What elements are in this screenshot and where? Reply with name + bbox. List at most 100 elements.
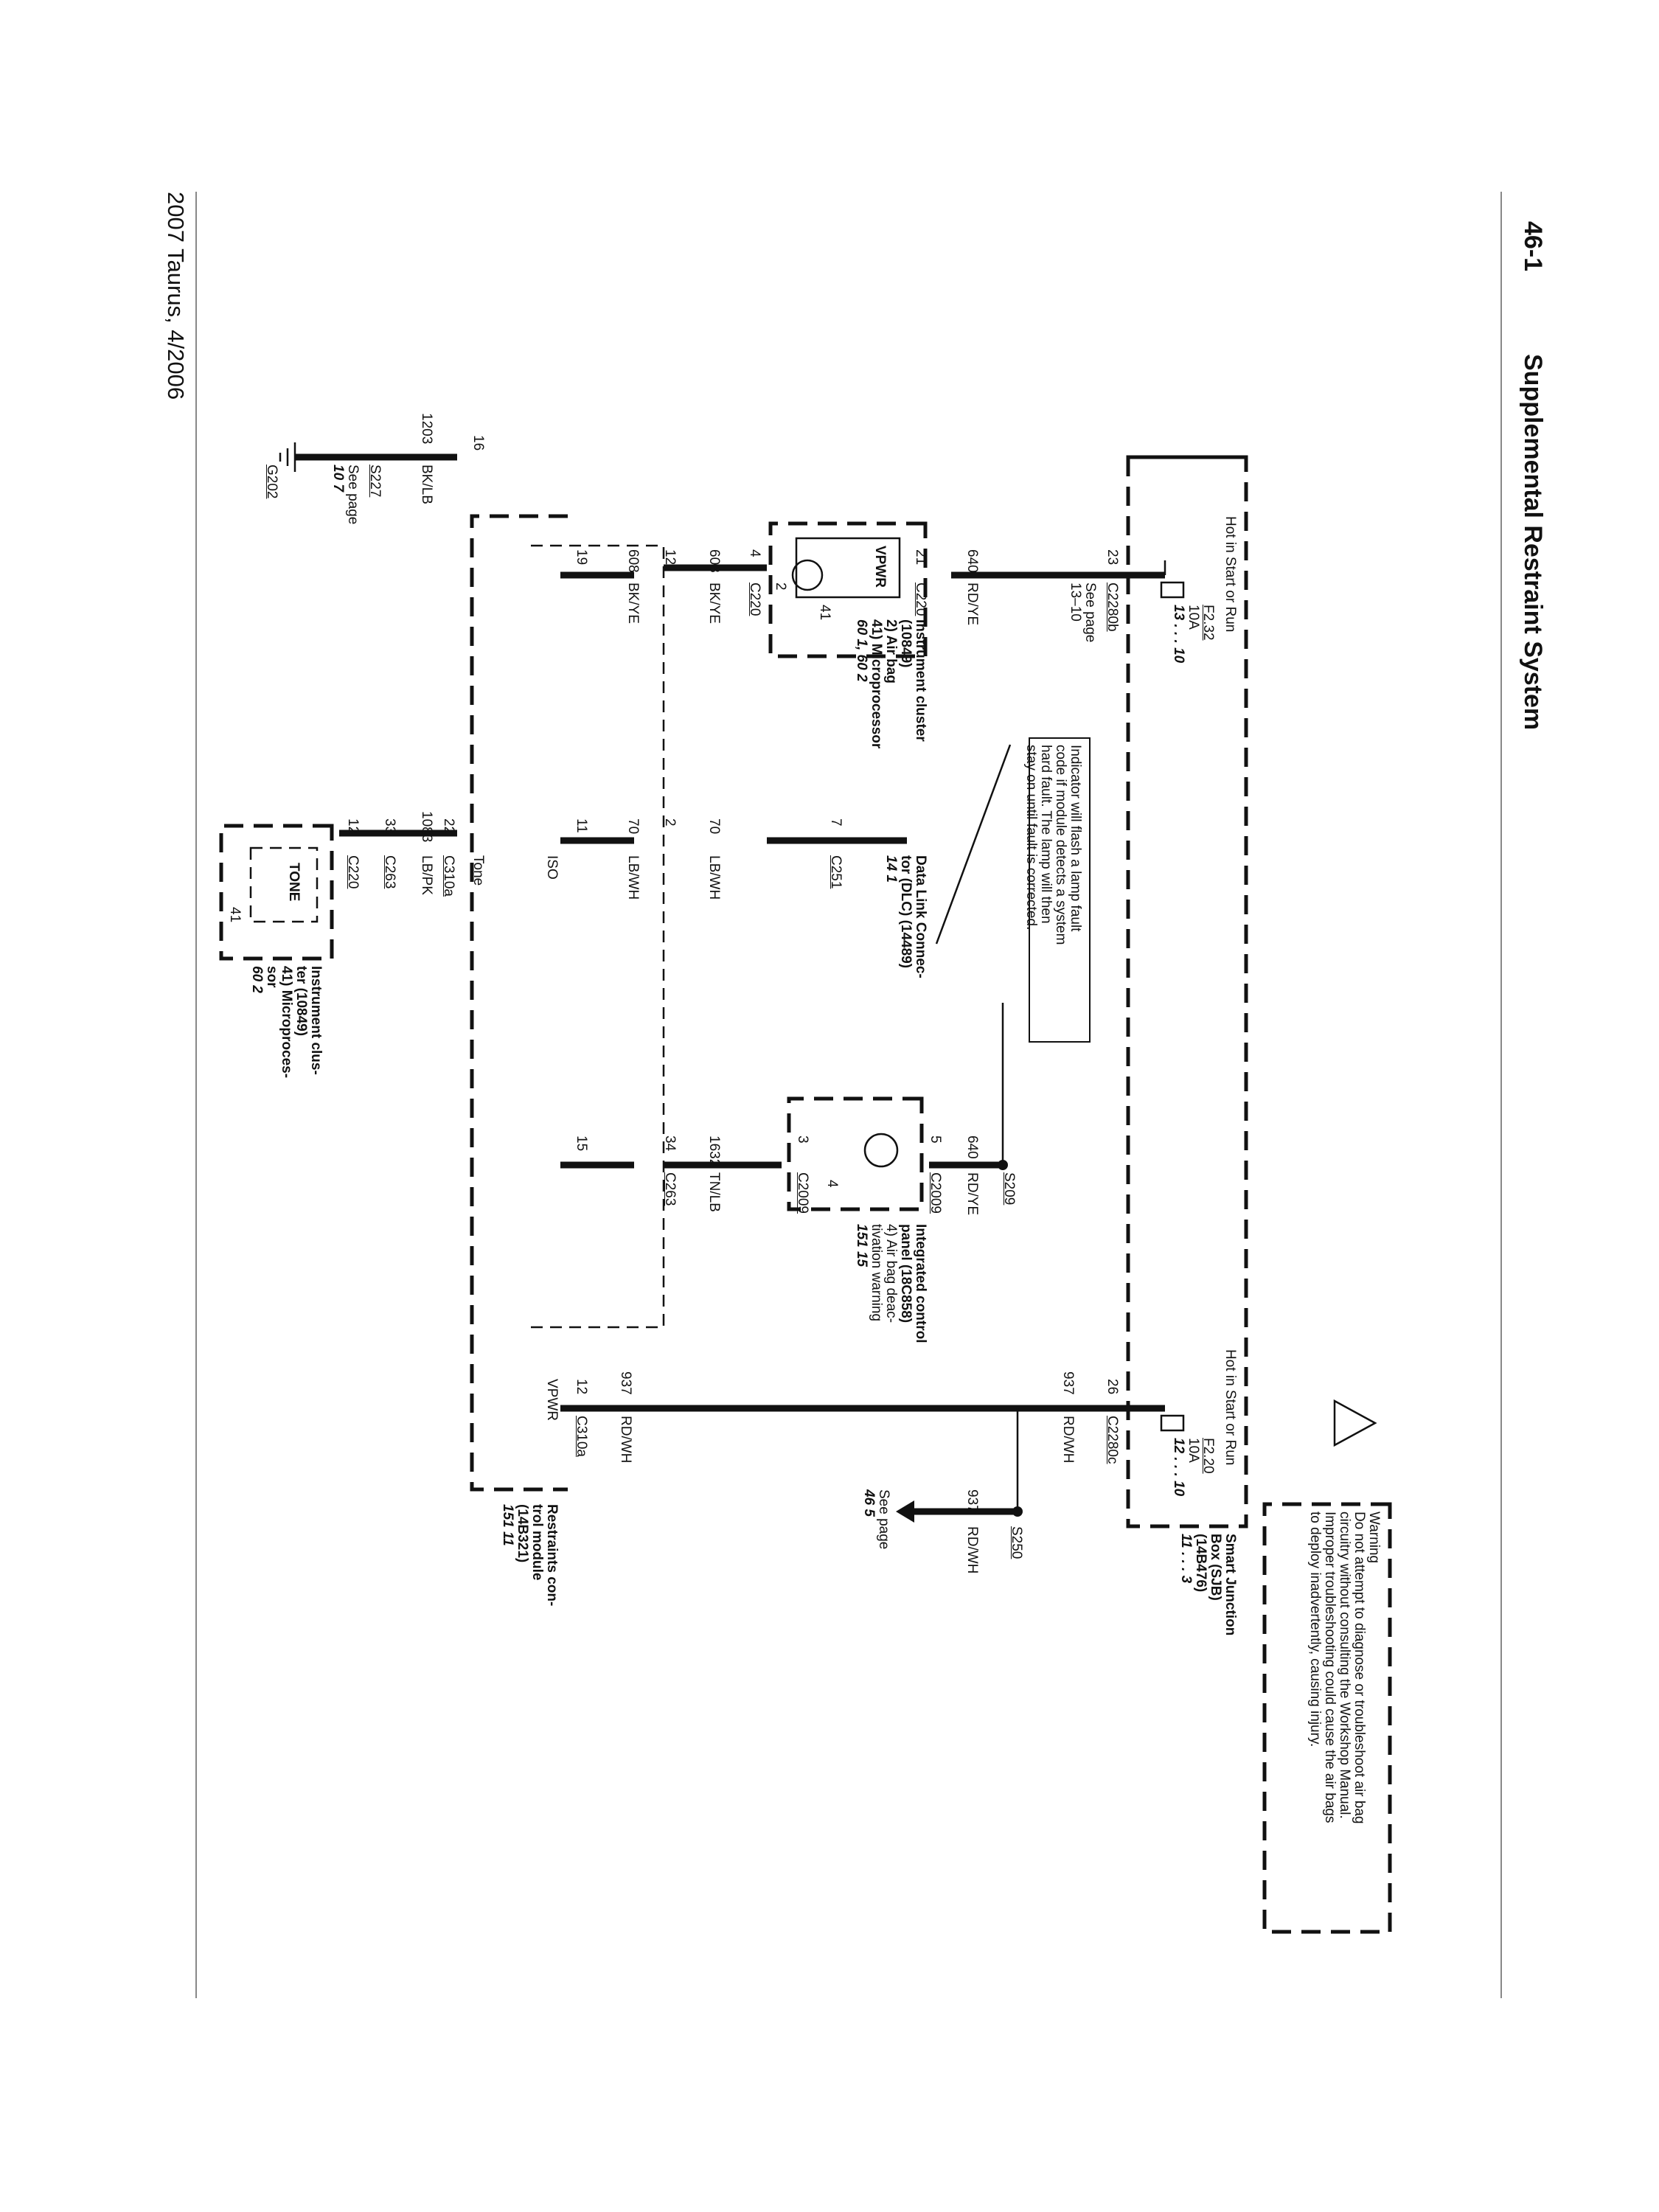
wire-937c-color: RD/WH bbox=[964, 1526, 980, 1574]
dlc-refs: 14 1 bbox=[883, 855, 899, 883]
pin-19: 19 bbox=[574, 549, 589, 566]
see-page-left-ref: 13–10 bbox=[1068, 582, 1083, 622]
warning-triangle-icon bbox=[1333, 1399, 1377, 1447]
vpwr-box bbox=[795, 537, 901, 599]
cluster-pin-4: 4 bbox=[747, 549, 762, 557]
rcm-vpwr: VPWR bbox=[544, 1379, 560, 1421]
cluster-line-2: (10849) bbox=[898, 619, 914, 668]
tone-cluster-line-2: ter (10849) bbox=[293, 966, 309, 1037]
icp-pin-15: 15 bbox=[574, 1135, 589, 1152]
tone-pin-12: 12 bbox=[345, 818, 361, 835]
icp-line-3: 4) Air bag deac- bbox=[883, 1224, 899, 1324]
wire-608a-number: 608 bbox=[706, 549, 722, 573]
wire-937a-color: RD/WH bbox=[1060, 1416, 1076, 1464]
fuse-f232-ref: 13 . . . 10 bbox=[1171, 605, 1186, 664]
warning-line-1: Do not attempt to diagnose or troublesho… bbox=[1352, 1512, 1367, 1824]
tone-c310a: C310a bbox=[441, 855, 456, 897]
rcm-line-2: trol module bbox=[529, 1504, 545, 1581]
note-line-1: Indicator will flash a lamp fault bbox=[1068, 745, 1083, 932]
see-page-left: See page bbox=[1082, 582, 1098, 643]
rcm-pin-12: 12 bbox=[574, 1379, 589, 1395]
fuse-f232-name: F2.32 bbox=[1200, 605, 1216, 641]
wire-1083-number: 1083 bbox=[419, 811, 434, 843]
icp-line-1: Integrated control bbox=[913, 1224, 928, 1343]
icp-outline bbox=[787, 1096, 924, 1211]
fuse-f220-ref: 12 . . . 10 bbox=[1171, 1438, 1186, 1497]
wire-70a-color: LB/WH bbox=[706, 855, 722, 900]
s209-label: S209 bbox=[1001, 1172, 1017, 1206]
s227-ref: 10 7 bbox=[330, 465, 346, 492]
warning-line-3: Improper troubleshooting could cause the… bbox=[1322, 1512, 1338, 1823]
icp-pin-4: 4 bbox=[824, 1180, 840, 1188]
vpwr-label: VPWR bbox=[872, 546, 888, 588]
tone-cluster-outline bbox=[219, 824, 334, 961]
tone-c263: C263 bbox=[382, 855, 397, 889]
rcm-see-page: See page bbox=[876, 1489, 891, 1550]
tone-box bbox=[249, 846, 319, 923]
c220-label: C220 bbox=[913, 582, 928, 616]
wire-1083-color: LB/PK bbox=[419, 855, 434, 895]
icp-indicator-icon bbox=[863, 1133, 899, 1168]
pin-16: 16 bbox=[470, 435, 486, 451]
icp-pin-5: 5 bbox=[928, 1135, 943, 1144]
dlc-pin-11: 11 bbox=[574, 818, 589, 833]
sjb-outline bbox=[1126, 455, 1248, 1528]
wire-1632-number: 1632 bbox=[706, 1135, 722, 1167]
wire-937b-color: RD/WH bbox=[618, 1416, 633, 1464]
s227-label: S227 bbox=[367, 465, 383, 498]
power-label-right: Hot in Start or Run bbox=[1222, 1349, 1238, 1466]
wire-937c-number: 937 bbox=[964, 1489, 980, 1513]
cluster-line-1: Instrument cluster bbox=[913, 619, 928, 742]
wire-937a-number: 937 bbox=[1060, 1371, 1076, 1395]
dlc-pin-7: 7 bbox=[828, 818, 844, 827]
power-label-left: Hot in Start or Run bbox=[1222, 516, 1238, 633]
indicator-note-box bbox=[1029, 737, 1091, 1043]
cluster-pin-41: 41 bbox=[817, 605, 832, 621]
note-line-2: code if module detects a system bbox=[1053, 745, 1068, 945]
icp-wire-640-number: 640 bbox=[964, 1135, 980, 1159]
note-line-4: stay on until fault is corrected. bbox=[1023, 745, 1039, 931]
see-page-arrow-icon bbox=[896, 1500, 914, 1523]
cluster-c220: C220 bbox=[747, 582, 762, 616]
tone-label: Tone bbox=[470, 855, 486, 886]
cluster-indicator-icon bbox=[791, 559, 824, 591]
icp-wire-640-color: RD/YE bbox=[964, 1172, 980, 1216]
icp-line-2: panel (18C858) bbox=[898, 1224, 914, 1324]
icp-c2009-a: C2009 bbox=[928, 1172, 943, 1214]
wire-1632-color: TN/LB bbox=[706, 1172, 722, 1212]
tone-cluster-line-1: Instrument clus- bbox=[308, 966, 324, 1075]
dlc-line-1: Data Link Connec- bbox=[913, 855, 928, 978]
cluster-refs: 60 1, 60 2 bbox=[854, 619, 869, 682]
cluster-line-3: 2) Air bag bbox=[883, 619, 899, 684]
note-line-3: hard fault. The lamp will then bbox=[1038, 745, 1054, 924]
iso-label: ISO bbox=[544, 855, 560, 880]
pin-12: 12 bbox=[662, 549, 678, 566]
rcm-line-3: (14B321) bbox=[515, 1504, 530, 1563]
sjb-name-1: Smart Junction bbox=[1222, 1534, 1238, 1636]
note-arrow bbox=[935, 744, 1012, 945]
tone-pin-22: 22 bbox=[441, 818, 456, 835]
wire-1203-number: 1203 bbox=[419, 413, 434, 445]
fuse-f220-name: F2.20 bbox=[1200, 1438, 1216, 1474]
icp-refs: 151 15 bbox=[854, 1224, 869, 1267]
wire-608a-color: BK/YE bbox=[706, 582, 722, 624]
wire-70b-color: LB/WH bbox=[625, 855, 641, 900]
tone-cluster-line-3: 41) Microproces- bbox=[279, 966, 294, 1079]
c220-pin-21: 21 bbox=[913, 549, 928, 566]
wire-70b-number: 70 bbox=[625, 818, 641, 835]
tone-pin-41: 41 bbox=[227, 907, 243, 923]
wire-937b-number: 937 bbox=[618, 1371, 633, 1395]
c2280b-label: C2280b bbox=[1105, 582, 1120, 632]
header-rule bbox=[1500, 192, 1502, 1998]
icp-c263: C263 bbox=[662, 1172, 678, 1206]
wire-608b-number: 608 bbox=[625, 549, 641, 573]
wire-70a-number: 70 bbox=[706, 818, 722, 835]
g202-label: G202 bbox=[264, 465, 279, 499]
c2280c-pin: 26 bbox=[1105, 1379, 1120, 1395]
c2280b-pin: 23 bbox=[1105, 549, 1120, 566]
icp-line-4: tivation warning bbox=[869, 1224, 884, 1322]
c2280c-label: C2280c bbox=[1105, 1416, 1120, 1464]
s227-see-page: See page bbox=[345, 465, 361, 525]
fuse-f232-rating: 10A bbox=[1186, 605, 1201, 630]
sjb-ref: 11 . . . 3 bbox=[1178, 1534, 1194, 1584]
